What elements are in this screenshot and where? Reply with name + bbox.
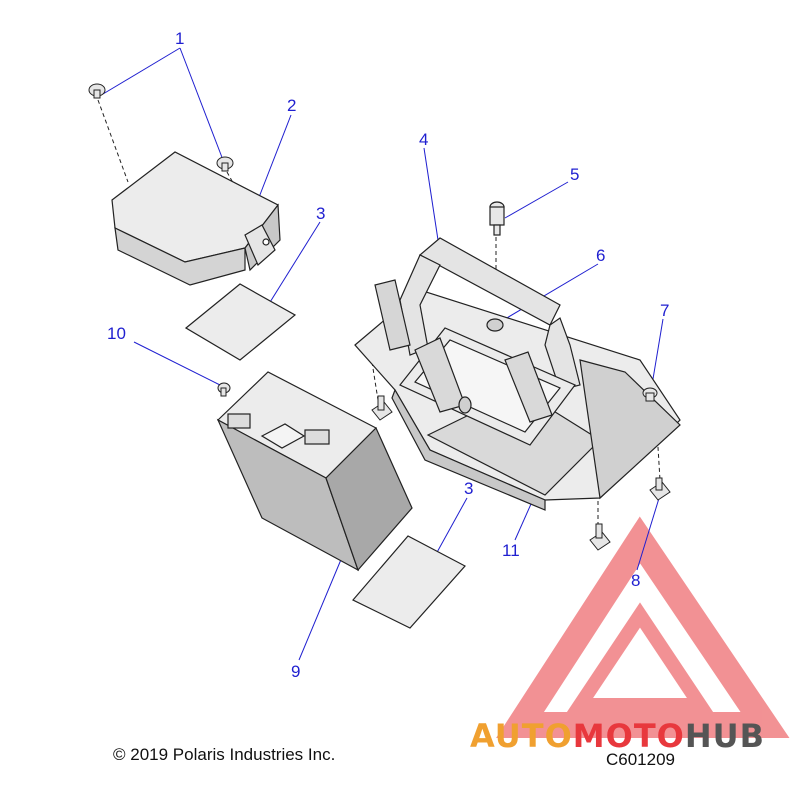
clamp-frame-part-6 — [399, 318, 576, 446]
callout-8: 8 — [631, 571, 641, 590]
battery-part-9 — [216, 371, 413, 572]
hold-down-bracket-part-4 — [374, 237, 581, 391]
automotohub-logo — [496, 516, 790, 738]
pad-part-3-lower — [352, 535, 466, 629]
callout-3-upper: 3 — [316, 204, 326, 223]
callout-9: 9 — [291, 662, 301, 681]
callout-2: 2 — [287, 96, 297, 115]
post-part-5 — [489, 201, 505, 236]
watermark-part-moto: MOTO — [572, 717, 685, 755]
watermark-part-hub: HUB — [684, 717, 766, 755]
watermark-part-auto: AUTO — [470, 717, 573, 755]
fastener-part-8 — [371, 395, 671, 551]
screw-part-10 — [217, 382, 231, 397]
callout-5: 5 — [570, 165, 580, 184]
pad-part-3-upper — [184, 283, 297, 361]
callout-10: 10 — [107, 324, 126, 343]
fastener-part-7 — [642, 387, 658, 402]
callout-7: 7 — [660, 301, 670, 320]
screw-part-1 — [88, 83, 234, 172]
callout-4: 4 — [419, 130, 429, 149]
diagram-id: C601209 — [606, 750, 676, 769]
watermark-text: AUTOMOTOHUB — [470, 717, 765, 755]
callout-3-lower: 3 — [464, 479, 474, 498]
battery-cover-part-2 — [111, 151, 281, 286]
callout-11: 11 — [502, 541, 520, 560]
copyright-text: © 2019 Polaris Industries Inc. — [113, 745, 336, 764]
callout-1: 1 — [175, 29, 185, 48]
callout-6: 6 — [596, 246, 606, 265]
